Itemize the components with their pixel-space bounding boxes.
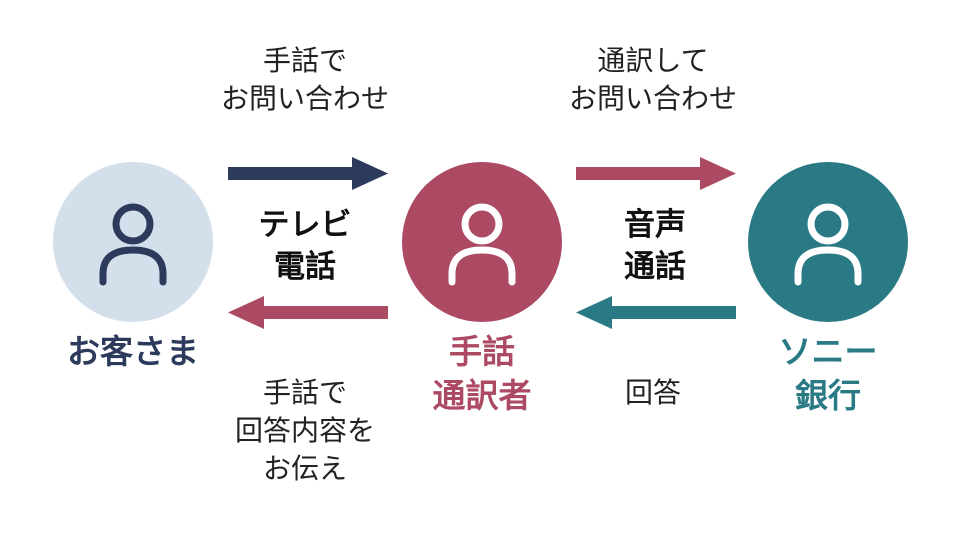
person-icon xyxy=(99,203,167,286)
interpreter-label: 手話 通訳者 xyxy=(387,330,577,418)
customer-node xyxy=(53,162,213,322)
bank-label: ソニー 銀行 xyxy=(733,330,923,418)
flow-caption-interpreter-to-bank: 通訳して お問い合わせ xyxy=(548,42,758,118)
channel-label-line: 電話 xyxy=(274,249,336,285)
customer-label-line: お客さま xyxy=(67,332,199,371)
arrow-interpreter-to-customer xyxy=(228,296,388,329)
person-icon xyxy=(794,203,862,286)
flow-caption-line: 通訳して xyxy=(597,44,709,77)
channel-label-line: 音声 xyxy=(624,207,686,243)
interpreter-label-line: 通訳者 xyxy=(432,376,532,415)
bank-node xyxy=(748,162,908,322)
flow-caption-line: お問い合わせ xyxy=(568,82,737,115)
bank-label-line: ソニー xyxy=(778,332,878,371)
flow-caption-bank-to-interpreter: 回答 xyxy=(548,374,758,412)
flow-caption-line: お伝え xyxy=(262,452,347,485)
flow-caption-line: 回答内容を xyxy=(234,414,375,447)
arrow-customer-to-interpreter xyxy=(228,157,388,190)
channel-label-voice-call: 音声 通話 xyxy=(580,204,730,288)
flow-caption-interpreter-to-customer: 手話で 回答内容を お伝え xyxy=(200,374,410,488)
arrow-interpreter-to-bank xyxy=(576,157,736,190)
interpreter-label-line: 手話 xyxy=(449,332,515,371)
flow-caption-line: 回答 xyxy=(624,376,681,409)
person-icon xyxy=(448,203,516,286)
flow-caption-line: 手話で xyxy=(262,376,347,409)
channel-label-line: 通話 xyxy=(624,249,686,285)
channel-label-videophone: テレビ 電話 xyxy=(230,204,380,288)
customer-label: お客さま xyxy=(38,330,228,374)
channel-label-line: テレビ xyxy=(258,207,352,243)
interpreter-node xyxy=(402,162,562,322)
flow-caption-customer-to-interpreter: 手話で お問い合わせ xyxy=(200,42,410,118)
arrow-bank-to-interpreter xyxy=(576,296,736,329)
flow-caption-line: 手話で xyxy=(262,44,347,77)
flow-caption-line: お問い合わせ xyxy=(220,82,389,115)
bank-label-line: 銀行 xyxy=(795,376,861,415)
